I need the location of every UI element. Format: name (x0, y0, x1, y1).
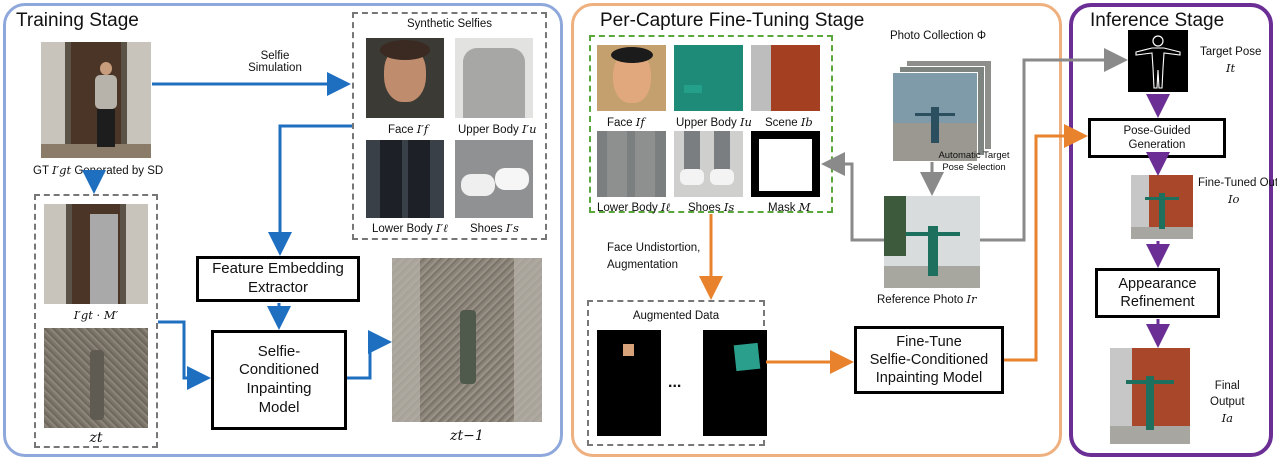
ft-shoes-label: Shoes Is (688, 200, 735, 214)
zt-caption: zt (89, 430, 103, 446)
finetuned-output-image (1131, 175, 1193, 239)
augmented-sample-1 (597, 330, 661, 436)
finetuned-output-label: Fine-Tuned Output Io (1198, 175, 1277, 208)
synthetic-selfies-box (352, 12, 547, 240)
personal-selfies-box (589, 35, 833, 213)
masked-input-box (34, 194, 158, 448)
face-undistortion-label: Face Undistortion, Augmentation (607, 242, 701, 271)
zt1-caption: zt−1 (450, 428, 484, 444)
ft-lower-label: Lower Body Iℓ (597, 200, 671, 214)
selfie-lower-photo (366, 140, 444, 218)
masked-gt-caption: I′gt · M′ (73, 308, 119, 322)
ft-scene-photo (751, 45, 820, 111)
target-pose-image (1128, 30, 1188, 92)
finetune-stage-title: Per-Capture Fine-Tuning Stage (600, 10, 865, 31)
selfie-conditioned-inpainting-block: Selfie- Conditioned Inpainting Model (211, 330, 347, 430)
selfie-lower-label: Lower Body I′ℓ (372, 221, 448, 235)
ft-shoes-photo (674, 131, 743, 197)
photo-collection-label: Photo Collection Φ (889, 30, 987, 42)
noisy-latent-zt-photo (44, 328, 148, 428)
selfie-simulation-label: Selfie Simulation (248, 50, 302, 74)
photo-collection-stack-front (892, 72, 978, 162)
selfie-shoes-label: Shoes I′s (470, 221, 519, 235)
final-output-image (1110, 348, 1190, 444)
gt-photo (41, 42, 151, 158)
synthetic-selfies-title: Synthetic Selfies (406, 18, 492, 30)
selfie-shoes-photo (455, 140, 533, 218)
auto-pose-selection-label: Automatic Target Pose Selection (938, 150, 1010, 174)
ft-face-photo (597, 45, 666, 111)
ft-upper-label: Upper Body Iu (676, 115, 752, 129)
ft-upper-photo (674, 45, 743, 111)
selfie-upper-label: Upper Body I′u (458, 122, 537, 136)
training-stage-frame (3, 3, 563, 457)
reference-photo-label: Reference Photo Ir (877, 292, 977, 306)
denoised-latent-zt1-photo (392, 258, 542, 422)
reference-photo (884, 196, 980, 288)
appearance-refinement-block: Appearance Refinement (1095, 268, 1220, 318)
ft-scene-label: Scene Ib (765, 115, 813, 129)
target-pose-label: Target Pose It (1200, 46, 1262, 76)
pose-guided-generation-block: Pose-Guided Generation (1088, 118, 1226, 158)
gt-caption: GT I′gt Generated by SD (33, 163, 164, 177)
finetuned-output-caption: Io (1228, 192, 1240, 207)
selfie-upper-photo (455, 38, 533, 118)
ft-face-label: Face If (607, 115, 645, 129)
feature-embedding-extractor-block: Feature Embedding Extractor (196, 256, 360, 302)
augmented-data-title: Augmented Data (632, 310, 720, 322)
training-stage-title: Training Stage (16, 10, 139, 31)
selfie-face-label: Face I′f (388, 122, 429, 136)
ft-mask-photo (751, 131, 820, 197)
inference-stage-title: Inference Stage (1090, 10, 1225, 31)
ft-lower-photo (597, 131, 666, 197)
augmented-ellipsis: ... (668, 374, 682, 391)
finetune-inpainting-block: Fine-Tune Selfie-Conditioned Inpainting … (854, 326, 1004, 394)
final-output-label: Final Output Ia (1210, 380, 1245, 426)
selfie-face-photo (366, 38, 444, 118)
ft-mask-label: Mask M (768, 200, 811, 214)
masked-gt-photo (44, 204, 148, 304)
augmented-sample-2 (703, 330, 767, 436)
